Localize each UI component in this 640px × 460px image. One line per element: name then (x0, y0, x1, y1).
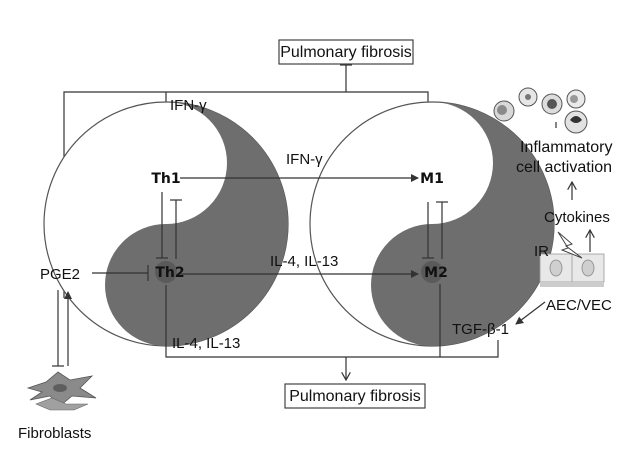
il-bottom-label: IL-4, IL-13 (172, 335, 240, 352)
ifn-top-label: IFN-γ (170, 97, 207, 114)
m1-label: M1 (420, 171, 444, 187)
bottom-fibrosis-label: Pulmonary fibrosis (289, 388, 421, 405)
left-yinyang (43, 101, 289, 347)
th2-node (155, 261, 177, 283)
ir-lightning-icon (557, 231, 583, 259)
il-mid-label: IL-4, IL-13 (270, 253, 338, 270)
ifn-mid-label: IFN-γ (286, 151, 323, 168)
bottom-fibrosis-box (284, 383, 426, 409)
top-fibrosis-label: Pulmonary fibrosis (280, 44, 412, 61)
ir-label: IR (534, 243, 549, 260)
fibroblasts-icon (26, 371, 97, 411)
th1-label: Th1 (151, 171, 180, 187)
right-yinyang (309, 101, 555, 347)
aec-vec-label: AEC/VEC (546, 297, 612, 314)
th1-node (155, 167, 177, 189)
aec-vec-cells-icon (539, 253, 605, 287)
fibroblasts-label: Fibroblasts (18, 425, 91, 442)
top-fibrosis-box (278, 39, 414, 65)
tgf-label: TGF-β-1 (452, 321, 509, 338)
m1-node (421, 167, 443, 189)
cytokines-label: Cytokines (544, 209, 610, 226)
m2-label: M2 (424, 265, 448, 281)
bottom-frame-line (165, 285, 499, 358)
inflammatory-label-line1: Inflammatory (520, 139, 612, 156)
m2-node (421, 261, 443, 283)
pge2-label: PGE2 (40, 266, 80, 283)
aec-to-tgf-arrow (515, 301, 546, 325)
th2-label: Th2 (155, 265, 184, 281)
inflammatory-label-line2: cell activation (516, 159, 612, 176)
inflammatory-cells-icon (493, 87, 588, 134)
